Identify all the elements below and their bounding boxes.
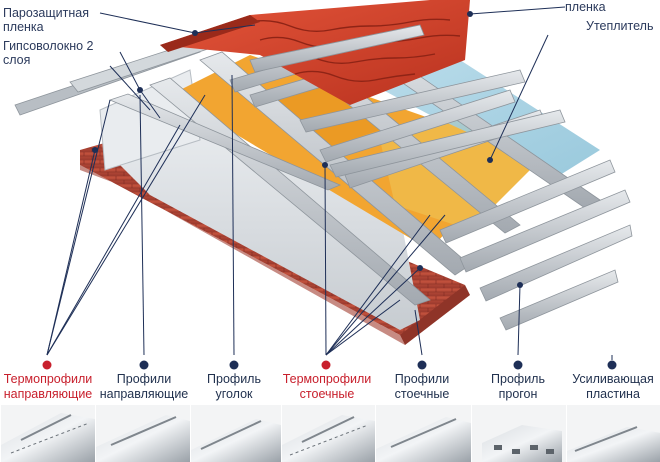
caption-stud: Профили стоечные bbox=[394, 372, 450, 401]
label-membrane: пленка bbox=[565, 0, 606, 14]
thumb-guide bbox=[95, 405, 190, 462]
label-insulation: Утеплитель bbox=[586, 19, 654, 33]
marker-angle bbox=[229, 360, 239, 370]
ridge-beams bbox=[249, 24, 566, 178]
caption-termo-stud: Термопрофили стоечные bbox=[282, 372, 372, 401]
thumb-termo-guide bbox=[0, 405, 95, 462]
thumb-angle bbox=[190, 405, 281, 462]
caption-guide: Профили направляющие bbox=[99, 372, 189, 401]
label-gypsum-fiber: Гипсоволокно 2 слоя bbox=[3, 39, 94, 67]
thumb-stud bbox=[375, 405, 471, 462]
label-vapor-barrier: Парозащитная пленка bbox=[3, 6, 89, 34]
marker-plate bbox=[607, 360, 617, 370]
caption-plate: Усиливающая пластина bbox=[572, 372, 654, 401]
caption-purlin: Профиль прогон bbox=[491, 372, 545, 401]
callout-dots bbox=[42, 11, 617, 370]
marker-guide bbox=[139, 360, 149, 370]
marker-stud bbox=[417, 360, 427, 370]
marker-purlin bbox=[513, 360, 523, 370]
caption-termo-guide: Термопрофили направляющие bbox=[3, 372, 93, 401]
thumb-purlin bbox=[471, 405, 566, 462]
caption-angle: Профиль уголок bbox=[207, 372, 261, 401]
marker-termo-stud bbox=[321, 360, 331, 370]
thumb-termo-stud bbox=[281, 405, 375, 462]
marker-termo-guide bbox=[42, 360, 52, 370]
thumb-plate bbox=[566, 405, 660, 462]
